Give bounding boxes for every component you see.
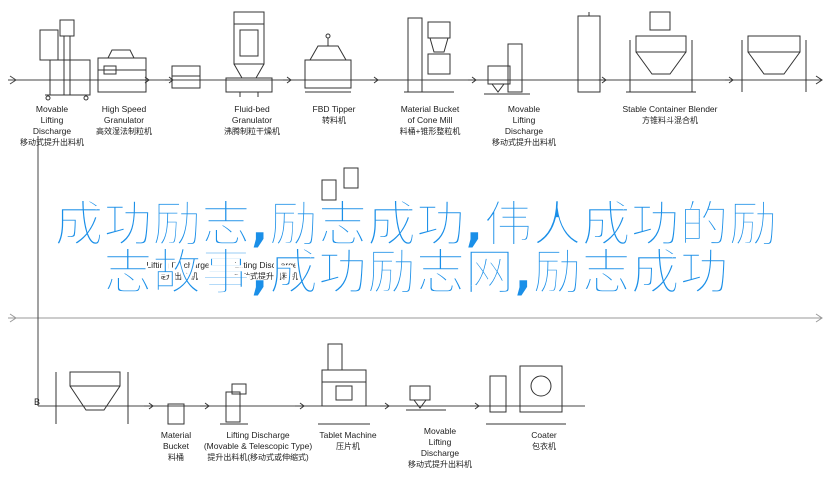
label-cn: 高效湿法制粒机 (96, 127, 152, 136)
lifting-discharge-icon (39, 19, 91, 101)
label-cn: 移动式提升出料机 (20, 138, 84, 147)
headline-line-2: 志故事,成功励志网,励志成功 (103, 244, 729, 301)
label-cn: 提升出料机(移动式或伸缩式) (207, 453, 309, 462)
label-line: Granulator (103, 115, 145, 125)
container-icon (741, 35, 807, 92)
label-cn: 沸腾制粒干燥机 (224, 127, 280, 136)
label-movable-lifting-discharge: Movable Lifting Discharge 移动式提升出料机 (20, 104, 84, 148)
label-line: High Speed (101, 104, 147, 114)
label-line: Fluid-bed (234, 104, 270, 114)
label-material-bucket: Material Bucket 料桶 (161, 430, 191, 463)
coater-icon (486, 365, 566, 425)
row-c-flow-line (37, 136, 585, 410)
label-line: Movable (507, 104, 541, 114)
label-fbd-tipper: FBD Tipper 转料机 (313, 104, 356, 126)
label-lifting-discharge-telescopic: Lifting Discharge (Movable & Telescopic … (204, 430, 312, 463)
label-line: FBD Tipper (312, 104, 356, 114)
label-cn: 提升出料机 (158, 272, 198, 281)
label-cn: 移动式提升出料机 (492, 138, 556, 147)
label-line: (Movable & Telescopic Type) (203, 441, 313, 451)
label-line: Lifting (40, 115, 64, 125)
label-cn: 移动式提升出料机 (408, 460, 472, 469)
label-line: Lifting Discharge (234, 260, 298, 270)
label-line: of Cone Mill (407, 115, 453, 125)
label-line: Bucket (162, 441, 189, 451)
cone-mill-icon (404, 17, 454, 93)
label-line: Movable (423, 426, 457, 436)
label-coater: Coater 包衣机 (531, 430, 557, 452)
tablet-machine-icon (318, 343, 370, 425)
label-line: Granulator (231, 115, 273, 125)
section-marker-b: B (34, 397, 41, 407)
hopper-icon (171, 65, 201, 89)
label-cn: 料桶+锥形整粒机 (399, 127, 461, 136)
label-hidden-lifting-discharge-2: Lifting Discharge 移动式提升出料机 (234, 260, 298, 282)
label-stable-container-blender: Stable Container Blender 方锥料斗混合机 (623, 104, 718, 126)
label-line: Discharge (32, 126, 72, 136)
blender-icon (577, 11, 696, 93)
label-material-bucket-cone-mill: Material Bucket of Cone Mill 料桶+锥形整粒机 (400, 104, 461, 137)
label-movable-lifting-discharge-2: Movable Lifting Discharge 移动式提升出料机 (492, 104, 556, 148)
headline-line-1: 成功励志,励志成功,伟人成功的励 (54, 196, 778, 253)
middle-flow-lines (8, 167, 823, 323)
label-line: Coater (531, 430, 557, 440)
label-line: Movable (35, 104, 69, 114)
label-cn: 移动式提升出料机 (234, 272, 298, 281)
label-line: Material (160, 430, 192, 440)
label-line: Discharge (504, 126, 544, 136)
label-line: Lifting (512, 115, 536, 125)
fluid-bed-icon (225, 11, 273, 97)
label-tablet-machine: Tablet Machine 压片机 (319, 430, 376, 452)
container-blender-icon (55, 371, 129, 424)
label-line: Lifting Discharge (226, 430, 290, 440)
granulator-icon (97, 49, 147, 93)
label-cn: 料桶 (167, 453, 184, 462)
label-cn: 压片机 (335, 442, 360, 451)
tipper-icon (304, 33, 352, 93)
label-high-speed-granulator: High Speed Granulator 高效湿法制粒机 (96, 104, 152, 137)
label-line: Tablet Machine (319, 430, 377, 440)
label-line: Lifting (428, 437, 452, 447)
label-line: Lifting Discharge (146, 260, 210, 270)
label-line: Discharge (420, 448, 460, 458)
label-cn: 方锥料斗混合机 (641, 116, 698, 125)
label-movable-lifting-discharge-c: Movable Lifting Discharge 移动式提升出料机 (408, 426, 472, 470)
row-a-flow-line (8, 75, 823, 85)
telescopic-lift-icon (220, 383, 248, 425)
bucket-icon (167, 403, 185, 425)
label-hidden-lifting-discharge-1: Lifting Discharge 提升出料机 (146, 260, 209, 282)
label-line: Stable Container Blender (622, 104, 718, 114)
label-fluid-bed-granulator: Fluid-bed Granulator 沸腾制粒干燥机 (224, 104, 280, 137)
label-line: Material Bucket (400, 104, 460, 114)
label-cn: 包衣机 (531, 442, 556, 451)
label-cn: 转料机 (322, 116, 346, 125)
lifting-discharge-icon (484, 43, 530, 95)
lifting-discharge-icon (406, 385, 446, 411)
